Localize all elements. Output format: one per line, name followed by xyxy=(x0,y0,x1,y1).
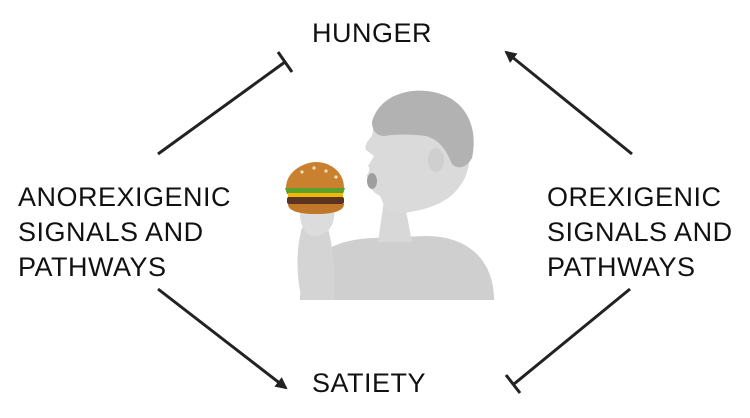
burger-icon xyxy=(285,162,345,214)
arm-shape xyxy=(297,228,335,300)
orexigenic-line-3: PATHWAYS xyxy=(547,252,696,282)
hunger-label: HUNGER xyxy=(312,18,433,48)
edge-anorexigenic-to-satiety xyxy=(157,287,288,390)
edge-orexigenic-to-satiety xyxy=(504,287,631,394)
torso-shape xyxy=(300,236,494,300)
inhibition-bar xyxy=(504,374,522,394)
anorexigenic-line-2: SIGNALS AND xyxy=(18,217,204,247)
anorexigenic-label: ANOREXIGENIC SIGNALS AND PATHWAYS xyxy=(18,180,231,285)
edge-orexigenic-to-hunger xyxy=(504,50,633,156)
person-eating-burger-icon xyxy=(285,90,494,300)
orexigenic-line-1: OREXIGENIC xyxy=(547,182,722,212)
anorexigenic-line-1: ANOREXIGENIC xyxy=(18,182,232,212)
mouth-shape xyxy=(367,173,377,189)
inhibition-bar xyxy=(276,51,294,73)
orexigenic-line-2: SIGNALS AND xyxy=(547,217,733,247)
ear-shape xyxy=(428,148,444,172)
anorexigenic-line-3: PATHWAYS xyxy=(18,252,167,282)
hair-shape xyxy=(372,90,474,168)
satiety-label: SATIETY xyxy=(312,368,427,398)
orexigenic-label: OREXIGENIC SIGNALS AND PATHWAYS xyxy=(547,180,733,285)
edge-anorexigenic-to-hunger xyxy=(157,51,294,156)
